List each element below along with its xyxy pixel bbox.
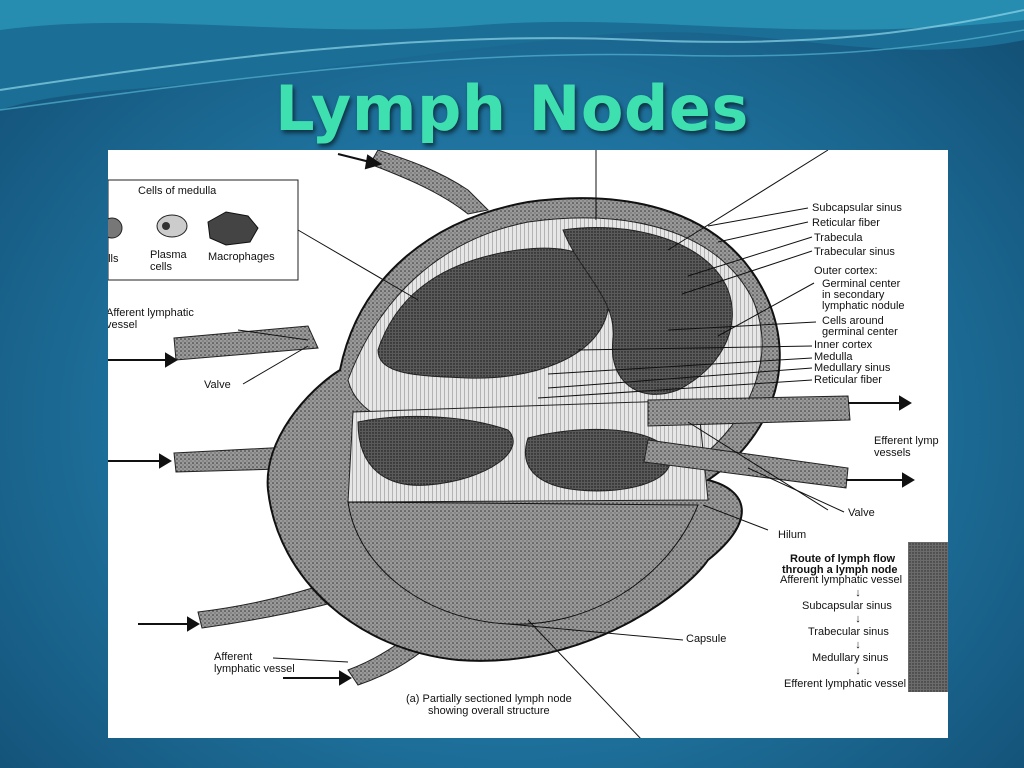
label-medulla: Medulla	[814, 351, 853, 363]
route-step-5: Efferent lymphatic vessel	[784, 678, 906, 690]
route-arrow-3: ↓	[855, 639, 861, 651]
label-capsule: Capsule	[686, 633, 726, 645]
inset-cell-label-macrophages: Macrophages	[208, 251, 275, 263]
label-subcapsular-sinus: Subcapsular sinus	[812, 202, 902, 214]
slide-title: Lymph Nodes	[275, 72, 749, 145]
label-reticular-fiber-2: Reticular fiber	[814, 374, 882, 386]
inset-title: Cells of medulla	[138, 185, 217, 197]
route-step-3: Trabecular sinus	[808, 626, 889, 638]
route-arrow-1: ↓	[855, 587, 861, 599]
label-trabecula: Trabecula	[814, 232, 863, 244]
label-valve-left: Valve	[204, 379, 231, 391]
route-step-2: Subcapsular sinus	[802, 600, 892, 612]
route-step-4: Medullary sinus	[812, 652, 889, 664]
route-arrow-4: ↓	[855, 665, 861, 677]
header-wave-decoration	[0, 0, 1024, 111]
inset-cell-label-1: ells	[108, 253, 119, 265]
label-trabecular-sinus: Trabecular sinus	[814, 246, 895, 258]
lymph-node-body	[266, 197, 781, 662]
efferent-vessels	[643, 395, 851, 489]
label-outer-cortex: Outer cortex:	[814, 265, 878, 277]
label-medullary-sinus: Medullary sinus	[814, 362, 891, 374]
label-inner-cortex: Inner cortex	[814, 339, 873, 351]
label-reticular-fiber-1: Reticular fiber	[812, 217, 880, 229]
medulla-cells-inset	[108, 179, 299, 281]
label-valve-right: Valve	[848, 507, 875, 519]
leader-lines	[237, 150, 845, 738]
label-hilum: Hilum	[778, 529, 806, 541]
route-step-1: Afferent lymphatic vessel	[780, 574, 902, 586]
flow-arrows	[108, 153, 915, 686]
route-arrow-2: ↓	[855, 613, 861, 625]
